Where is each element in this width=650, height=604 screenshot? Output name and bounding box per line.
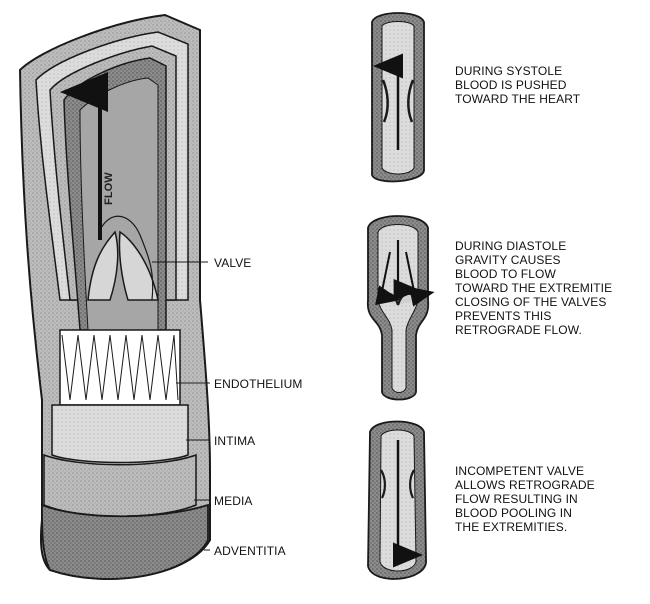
intima-layer [52,405,188,463]
media-label: MEDIA [214,494,253,508]
incompetent-caption-line-3: FLOW RESULTING IN [455,492,578,506]
systole-panel: DURING SYSTOLE BLOOD IS PUSHED TOWARD TH… [372,13,581,181]
incompetent-panel: INCOMPETENT VALVE ALLOWS RETROGRADE FLOW… [368,422,598,579]
endothelium-label: ENDOTHELIUM [214,377,302,391]
intima-label: INTIMA [214,434,255,448]
diastole-caption-line-1: DURING DIASTOLE [455,239,566,253]
diastole-caption-line-3: BLOOD TO FLOW [455,267,556,281]
systole-caption-line-2: BLOOD IS PUSHED [455,78,567,92]
incompetent-caption-line-2: ALLOWS RETROGRADE [455,478,595,492]
systole-caption: DURING SYSTOLE BLOOD IS PUSHED TOWARD TH… [455,64,581,106]
diastole-panel: DURING DIASTOLE GRAVITY CAUSES BLOOD TO … [368,216,616,400]
systole-caption-line-3: TOWARD THE HEART [455,92,581,106]
incompetent-caption-line-1: INCOMPETENT VALVE [455,464,584,478]
diastole-caption: DURING DIASTOLE GRAVITY CAUSES BLOOD TO … [455,239,616,337]
adventitia-label: ADVENTITIA [214,544,286,558]
flow-label: FLOW [103,172,115,205]
main-vein: FLOW [20,15,210,579]
adventitia-layer [42,505,208,579]
incompetent-caption-line-4: BLOOD POOLING IN [455,506,572,520]
systole-caption-line-1: DURING SYSTOLE [455,64,562,78]
diastole-caption-line-2: GRAVITY CAUSES [455,253,561,267]
diastole-caption-line-4: TOWARD THE EXTREMITIE [455,281,612,295]
incompetent-caption: INCOMPETENT VALVE ALLOWS RETROGRADE FLOW… [455,464,598,534]
diastole-caption-line-6: PREVENTS THIS [455,309,551,323]
diastole-caption-line-7: RETROGRADE FLOW. [455,323,582,337]
media-layer [44,455,196,516]
valve-label: VALVE [214,256,251,270]
incompetent-caption-line-5: THE EXTREMITIES. [455,520,567,534]
diastole-caption-line-5: CLOSING OF THE VALVES [455,295,606,309]
